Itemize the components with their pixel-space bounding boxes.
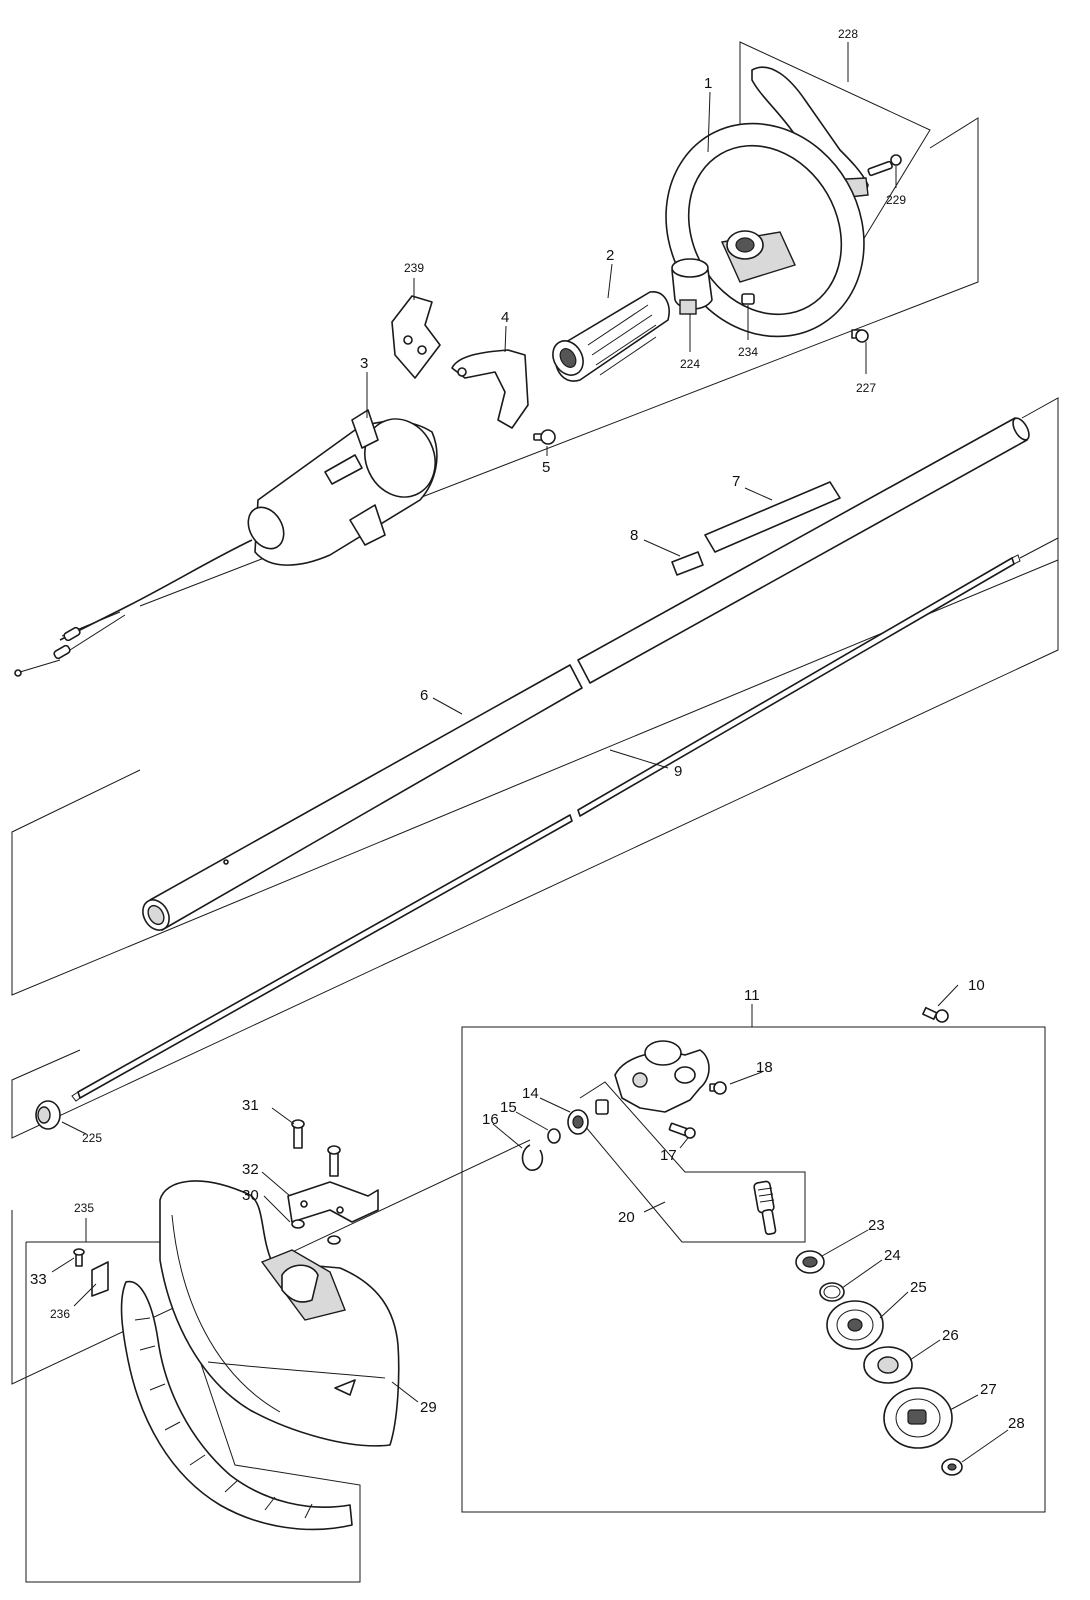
callout-26: 26 [942, 1327, 959, 1344]
gear-housing-subframe [579, 1081, 806, 1243]
throttle-cable [14, 539, 253, 677]
callout-30: 30 [242, 1187, 259, 1204]
callout-10: 10 [968, 977, 985, 994]
shaft-tube-frame [11, 397, 1059, 996]
receiver-washer-part-25 [826, 1300, 884, 1350]
handle-assembly-frame [139, 117, 979, 607]
callout-4: 4 [501, 309, 509, 326]
gear-housing-part-11 [614, 1040, 710, 1113]
callout-234: 234 [738, 345, 758, 359]
pin-part-234 [741, 293, 755, 305]
gear-head-group-frame [461, 1026, 1046, 1513]
circlip-part-24 [819, 1282, 845, 1302]
callout-2: 2 [606, 247, 614, 264]
callout-33: 33 [30, 1271, 47, 1288]
bolt-part-18 [709, 1081, 727, 1095]
callout-224: 224 [680, 357, 700, 371]
callout-11: 11 [744, 987, 760, 1004]
bolt-part-10 [922, 1006, 949, 1023]
callout-14: 14 [522, 1085, 539, 1102]
washer-part-15 [547, 1128, 561, 1144]
callout-17: 17 [660, 1147, 677, 1164]
washer-part-30 [291, 1219, 341, 1245]
callout-9: 9 [674, 763, 682, 780]
callout-31: 31 [242, 1097, 259, 1114]
callout-235: 235 [74, 1201, 94, 1215]
cover-part-27 [883, 1387, 953, 1449]
plate-part-239 [391, 295, 441, 379]
drive-shaft-part-9 [71, 554, 1021, 1102]
fitting-part-14-nut [595, 1099, 609, 1115]
grip-part-2 [552, 291, 670, 382]
callout-labels: 228 1 229 2 239 4 3 224 234 227 5 7 8 6 … [30, 27, 1025, 1432]
bolt-part-17 [668, 1122, 696, 1139]
spacer-part-225 [35, 1100, 61, 1130]
callout-15: 15 [500, 1099, 517, 1116]
bolt-part-227 [851, 329, 869, 343]
nut-part-28 [941, 1458, 963, 1476]
callout-24: 24 [884, 1247, 901, 1264]
callout-28: 28 [1008, 1415, 1025, 1432]
bracket-part-4 [451, 349, 529, 429]
callout-3: 3 [360, 355, 368, 372]
bolt-part-5 [533, 429, 556, 445]
circlip-part-16 [521, 1144, 544, 1171]
callout-236: 236 [50, 1307, 70, 1321]
callout-7: 7 [732, 473, 740, 490]
washer-part-26 [863, 1346, 913, 1384]
guard-part-29 [159, 1180, 400, 1447]
leader-lines [51, 42, 1009, 1463]
plate-part-32 [287, 1181, 379, 1223]
callout-32: 32 [242, 1161, 259, 1178]
callout-27: 27 [980, 1381, 997, 1398]
callout-20: 20 [618, 1209, 635, 1226]
label-part-7 [704, 481, 841, 553]
screw-part-33 [73, 1248, 85, 1267]
blade-part-236 [91, 1261, 109, 1297]
callout-5: 5 [542, 459, 550, 476]
callout-29: 29 [420, 1399, 437, 1416]
drive-shaft-frame [11, 537, 1059, 1139]
bearing-part-23 [795, 1250, 825, 1274]
shaft-tube-part-6 [142, 417, 1030, 931]
callout-8: 8 [630, 527, 638, 544]
callout-16: 16 [482, 1111, 499, 1128]
callout-227: 227 [856, 381, 876, 395]
callout-239: 239 [404, 261, 424, 275]
callout-25: 25 [910, 1279, 927, 1296]
callout-18: 18 [756, 1059, 773, 1076]
guard-extension-part-235 [120, 1280, 353, 1531]
guard-frame [11, 1139, 531, 1385]
callout-228: 228 [838, 27, 858, 41]
loop-handle-part-1 [665, 122, 865, 338]
clamp-part-224 [671, 258, 713, 315]
bearing-part-14 [567, 1109, 589, 1135]
bolt-part-31 [291, 1119, 341, 1177]
label-part-8 [671, 551, 704, 576]
spindle-part-20 [753, 1180, 777, 1236]
callout-1: 1 [704, 75, 712, 92]
throttle-handle-part-3 [247, 409, 438, 566]
callout-229: 229 [886, 193, 906, 207]
callout-6: 6 [420, 687, 428, 704]
callout-225: 225 [82, 1131, 102, 1145]
callout-23: 23 [868, 1217, 885, 1234]
